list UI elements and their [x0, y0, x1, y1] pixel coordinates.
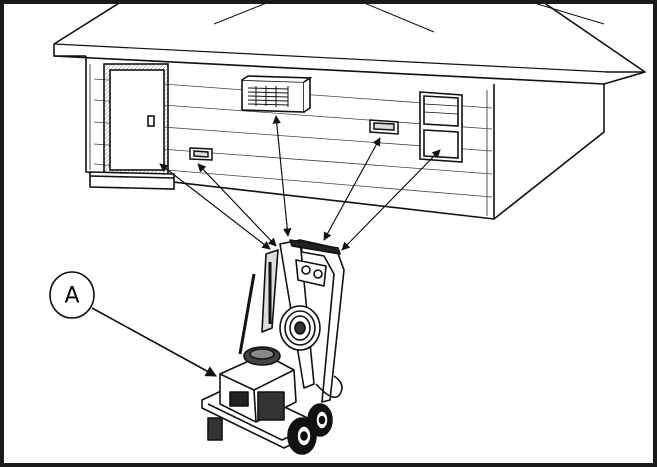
vent-icon [189, 119, 399, 161]
clearance-arrows [159, 115, 441, 251]
callout-label: A [64, 284, 79, 309]
callout-circle [49, 271, 95, 319]
window-icon [419, 91, 463, 163]
door-icon [89, 63, 175, 190]
wheel [307, 403, 333, 437]
callout-pointer [91, 307, 217, 377]
callout-a: A [49, 271, 217, 377]
air-conditioner-icon [241, 75, 313, 113]
safety-clearance-diagram: A [49, 4, 646, 455]
pressure-washer-icon [201, 239, 345, 455]
